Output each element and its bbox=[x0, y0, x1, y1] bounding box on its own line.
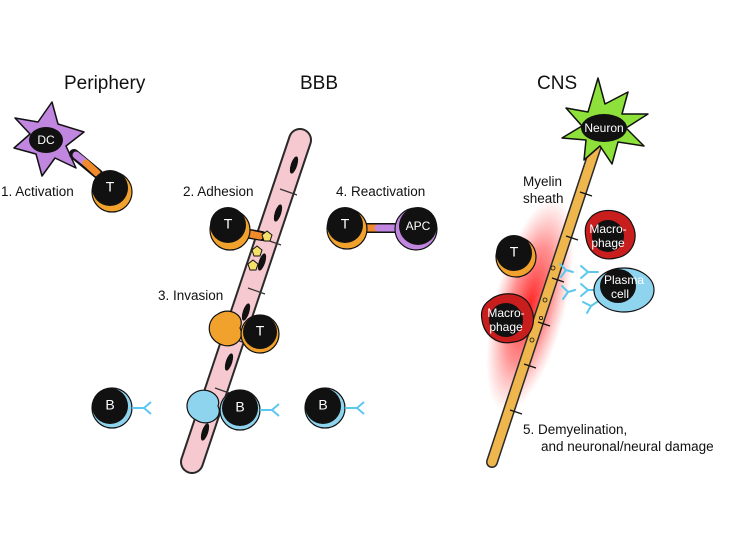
svg-text:cell: cell bbox=[611, 287, 629, 301]
dc-label: DC bbox=[37, 133, 55, 147]
antibodies bbox=[559, 263, 601, 314]
apc-label: APC bbox=[406, 219, 431, 233]
step-demyelination-label-line1: 5. Demyelination, bbox=[523, 422, 627, 437]
step-demyelination-label-line2: and neuronal/neural damage bbox=[541, 439, 714, 454]
step-adhesion-label: 2. Adhesion bbox=[183, 184, 254, 199]
step-reactivation-label: 4. Reactivation bbox=[336, 184, 425, 199]
antibody-icon bbox=[345, 401, 365, 415]
svg-text:T: T bbox=[256, 323, 265, 339]
svg-text:B: B bbox=[235, 399, 244, 415]
neuron-label: Neuron bbox=[584, 121, 623, 135]
svg-text:B: B bbox=[105, 397, 114, 413]
b-cell-cns-side: B bbox=[304, 387, 365, 429]
t-cell-invasion: T bbox=[208, 310, 280, 354]
b-cell-bbb: B bbox=[186, 389, 280, 431]
step-invasion-label: 3. Invasion bbox=[158, 288, 223, 303]
t-cell-adhesion: T bbox=[209, 207, 267, 251]
adhesion-molecules bbox=[247, 230, 273, 271]
t-cell-reactivation-label: T bbox=[341, 216, 350, 232]
neuron: Neuron bbox=[561, 77, 649, 165]
antibody-icon bbox=[260, 403, 280, 417]
macrophage-upper: Macro- phage bbox=[584, 209, 636, 260]
myelin-label-line2: sheath bbox=[523, 191, 564, 206]
svg-text:phage: phage bbox=[489, 320, 523, 334]
header-bbb: BBB bbox=[300, 73, 338, 94]
myelin-label-line1: Myelin bbox=[523, 174, 562, 189]
svg-text:T: T bbox=[510, 244, 519, 260]
svg-text:T: T bbox=[106, 179, 115, 195]
dendritic-cell: DC bbox=[13, 101, 85, 177]
mhc-tcr-complex-activation bbox=[69, 149, 103, 179]
b-cell-periphery: B bbox=[91, 387, 152, 429]
svg-text:Plasma: Plasma bbox=[604, 273, 644, 287]
svg-text:phage: phage bbox=[591, 236, 625, 250]
macrophage-left: Macro- phage bbox=[480, 293, 535, 344]
header-cns: CNS bbox=[537, 73, 577, 94]
reactivation-complex: T APC bbox=[326, 207, 438, 251]
svg-text:Macro-: Macro- bbox=[487, 306, 524, 320]
t-cell-activation: T bbox=[91, 170, 133, 213]
antibody-icon bbox=[132, 401, 152, 415]
svg-text:B: B bbox=[318, 397, 327, 413]
myelinated-axon bbox=[486, 134, 604, 468]
svg-text:T: T bbox=[224, 216, 233, 232]
step-activation-label: 1. Activation bbox=[1, 184, 74, 199]
t-cell-cns: T bbox=[495, 235, 537, 278]
plasma-cell: Plasma cell bbox=[593, 267, 655, 313]
svg-text:Macro-: Macro- bbox=[589, 222, 626, 236]
header-periphery: Periphery bbox=[64, 73, 146, 94]
